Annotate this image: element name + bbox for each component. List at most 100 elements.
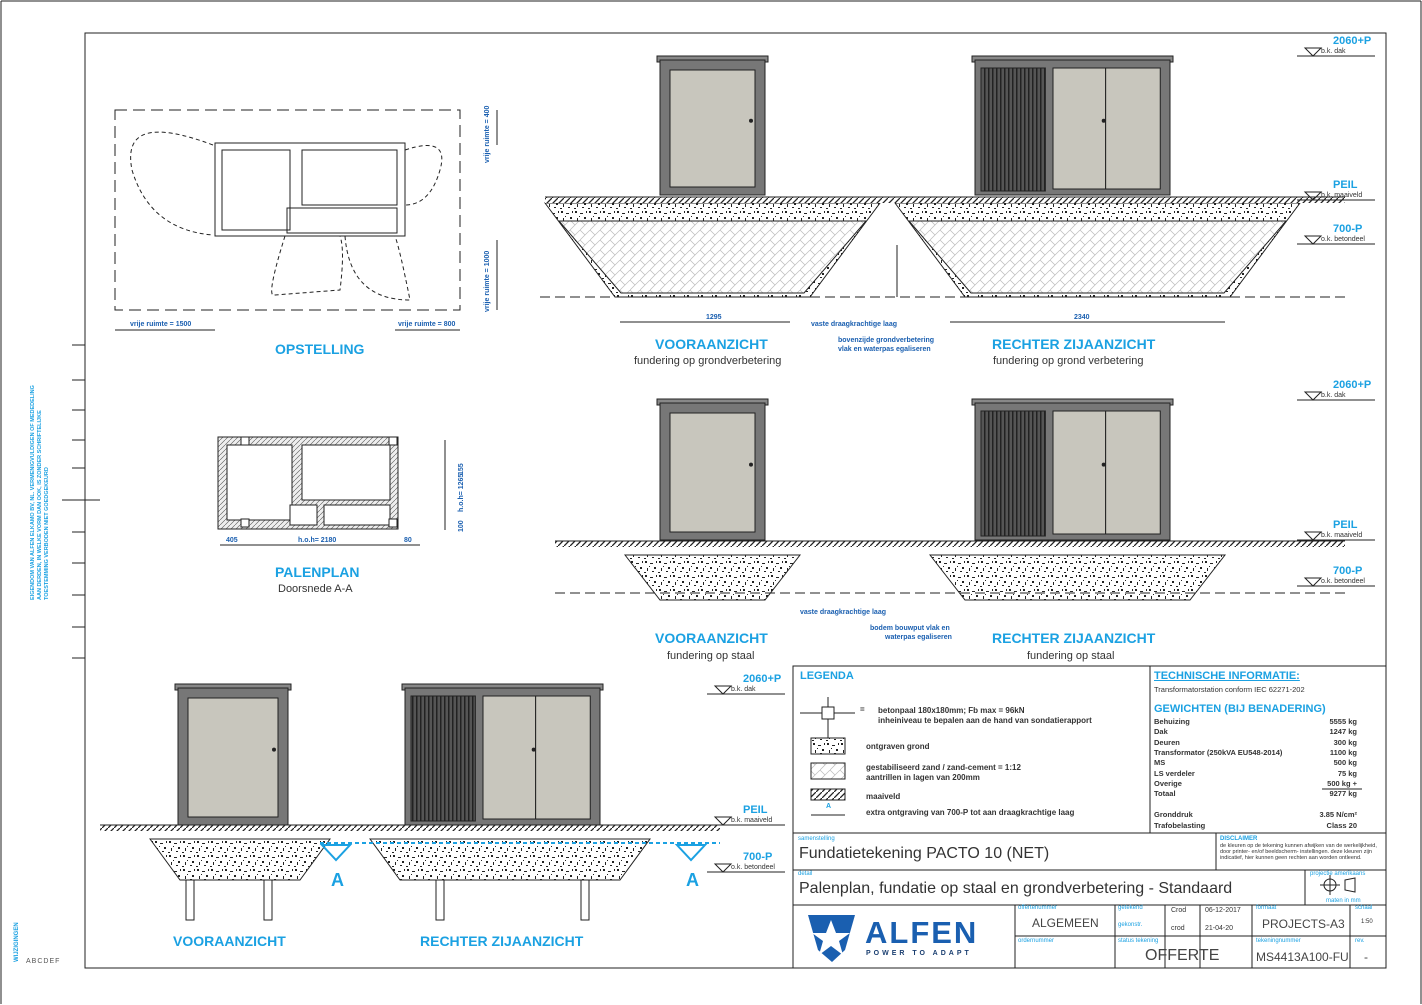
title-block	[792, 665, 1387, 969]
door-swing-bottom1	[271, 235, 343, 296]
row3-dak-level-marker-icon	[713, 685, 733, 695]
weights-title: GEWICHTEN (BIJ BENADERING)	[1154, 703, 1326, 715]
row1-peil-level-marker-icon	[1303, 191, 1323, 201]
row2-maaiveld	[555, 541, 1345, 547]
palenplan-subtitle: Doorsnede A-A	[278, 583, 353, 595]
tech-row-label: Trafobelasting	[1154, 821, 1206, 830]
row2-side-door-right	[1105, 410, 1161, 535]
row2-front-door	[669, 412, 756, 533]
legend-maaiveld: maaiveld	[866, 792, 901, 801]
weight-row-label: Behuizing	[1154, 717, 1190, 726]
row3-peil-level-desc: b.k. maaiveld	[731, 817, 773, 824]
row1-front-soil-improvement	[557, 220, 868, 294]
row3-front-excavation	[149, 838, 331, 881]
row1-beton-level-value: 700-P	[1333, 223, 1363, 235]
row3-side-excavation	[369, 838, 651, 881]
section-mark-a-left: A	[331, 870, 344, 890]
dim-free-top: vrije ruimte = 400	[484, 105, 491, 163]
row2-side-door-left	[1052, 410, 1107, 535]
row3-front-door	[187, 697, 279, 818]
row3-beton-level-desc: o.k. betondeel	[731, 864, 775, 871]
legend-zand-2: aantrillen in lagen van 200mm	[866, 773, 980, 782]
weight-row-label: Transformator (250kVA EU548-2014)	[1154, 747, 1283, 757]
row1-side-door-handle-icon	[1101, 118, 1106, 123]
door-swing-bottom2	[344, 235, 411, 301]
alfen-logo-text: ALFEN	[865, 915, 979, 950]
row1-front-title: VOORAANZICHT	[655, 336, 768, 352]
door-swing-left	[130, 131, 214, 236]
row1-front-door	[669, 69, 756, 188]
revision-letters: ABCDEF	[26, 958, 61, 965]
order-label: ordernummer	[1018, 938, 1055, 944]
status-value: OFFERTE	[1145, 947, 1220, 964]
row2-peil-level-marker-icon	[1303, 531, 1323, 541]
dim-405: 405	[226, 537, 238, 544]
plan-room-1	[221, 149, 291, 231]
door-swing-right	[404, 145, 443, 206]
weight-row-value: 75 kg	[1337, 768, 1357, 778]
drawing-title: Fundatietekening PACTO 10 (NET)	[799, 845, 1050, 862]
weight-row-label: Totaal	[1154, 789, 1176, 799]
tekening-number: MS4413A100-FU	[1256, 950, 1349, 964]
disclaimer-text: de kleuren op de tekening kunnen afwijke…	[1220, 843, 1377, 861]
row2-side-excavation	[928, 554, 1227, 601]
row3-peil-level-value: PEIL	[743, 804, 768, 816]
offerte-label: offertenummer	[1018, 905, 1057, 911]
row2-side-door-handle-icon	[1101, 462, 1106, 467]
dim-1295: 1295	[706, 314, 722, 321]
row2-side-sub: fundering op staal	[1027, 650, 1115, 662]
formaat-label: formaat	[1256, 905, 1277, 911]
row2-front-title: VOORAANZICHT	[655, 630, 768, 646]
row2-beton-level-desc: o.k. betondeel	[1321, 578, 1365, 585]
row2-front-door-handle-icon	[749, 462, 753, 467]
gekonstr-label: gekonstr.	[1118, 922, 1143, 928]
weight-row-value: 9277 kg	[1329, 789, 1357, 799]
row3-side-title: RECHTER ZIJAANZICHT	[420, 933, 584, 949]
section-arrow-right	[674, 844, 708, 862]
plan-opening-3	[289, 504, 318, 526]
getekend-date: 06-12-2017	[1205, 907, 1241, 914]
revisions-label: WIJZIGINGEN	[14, 922, 20, 962]
dim-hoh-1265: h.o.h= 1265	[458, 473, 465, 512]
dim-free-bottom: vrije ruimte = 1000	[484, 250, 491, 312]
legend-pile-text1: betonpaal 180x180mm; Fb max = 96kN	[878, 706, 1025, 715]
note-waterpas: waterpas egaliseren	[885, 634, 952, 641]
weight-row-value: 1100 kg	[1329, 747, 1357, 757]
formaat-value: PROJECTS-A3	[1262, 917, 1345, 931]
row2-beton-level-marker-icon	[1303, 577, 1323, 587]
row2-front-excavation	[623, 554, 802, 601]
row3-side-door-left	[482, 695, 537, 820]
row1-side-door-left	[1052, 67, 1107, 190]
row2-side-title: RECHTER ZIJAANZICHT	[992, 630, 1156, 646]
weight-row-label: Overige	[1154, 778, 1182, 788]
station-plan	[214, 142, 406, 237]
row3-beton-level-marker-icon	[713, 863, 733, 873]
disclaimer-label: DISCLAIMER	[1220, 836, 1258, 842]
samenstelling-label: samenstelling	[798, 836, 835, 842]
drawing-detail: Palenplan, fundatie op staal en grondver…	[799, 880, 1233, 897]
row1-beton-level-desc: o.k. betondeel	[1321, 236, 1365, 243]
row2-dak-level-value: 2060+P	[1333, 379, 1372, 391]
legend-ontgraven: ontgraven grond	[866, 742, 930, 751]
plan-opening-2	[301, 444, 391, 501]
rev-value: -	[1364, 950, 1368, 964]
row1-beton-level-marker-icon	[1303, 235, 1323, 245]
row3-peil-level-marker-icon	[713, 816, 733, 826]
row1-dak-level-desc: b.k. dak	[1321, 48, 1346, 55]
pile-marker	[240, 518, 250, 528]
dim-hoh-2180: h.o.h= 2180	[298, 537, 337, 544]
plan-room-2	[301, 149, 398, 206]
row3-beton-level-value: 700-P	[743, 851, 773, 863]
row1-side-soil-improvement	[907, 220, 1288, 294]
legend-zand-1: gestabiliseerd zand / zand-cement = 1:12	[866, 763, 1021, 772]
weight-row-label: LS verdeler	[1154, 768, 1195, 778]
row2-beton-level-value: 700-P	[1333, 565, 1363, 577]
note-egaliseren: vlak en waterpas egaliseren	[838, 346, 931, 353]
legend-pile-icon	[821, 706, 835, 720]
tech-row-value: Class 20	[1326, 821, 1357, 830]
legend-eq: =	[860, 705, 865, 714]
palenplan-title: PALENPLAN	[275, 564, 360, 580]
row1-dak-level-marker-icon	[1303, 47, 1323, 57]
